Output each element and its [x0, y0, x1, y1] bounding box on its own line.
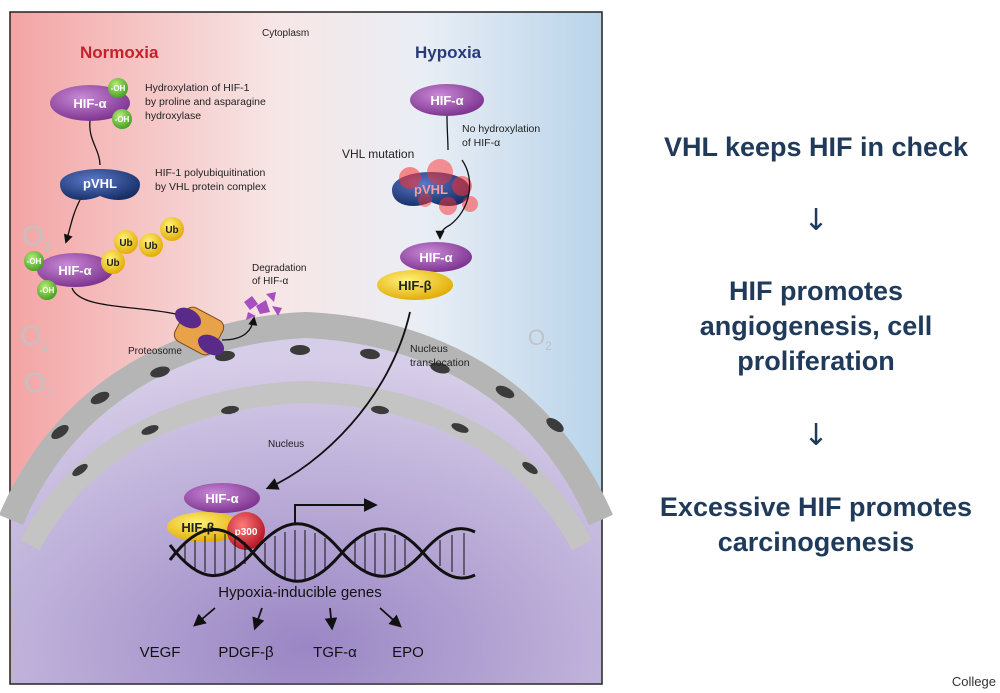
- ubiquitin-chain: Ub Ub Ub Ub: [101, 217, 184, 274]
- svg-text:HIF-α: HIF-α: [419, 250, 452, 265]
- svg-text:Ub: Ub: [106, 258, 119, 269]
- connector-hypoxia-1: [446, 115, 449, 151]
- no-hydroxylation-text: No hydroxylation of HIF-α: [462, 123, 543, 149]
- gene-pdgf: PDGF-β: [218, 644, 274, 661]
- statement-excessive-hif: Excessive HIF promotes carcinogenesis: [659, 492, 973, 557]
- down-arrow-icon-1: ↓: [803, 203, 829, 238]
- nuclear-pores: [51, 345, 564, 477]
- footer-label: College: [951, 674, 996, 689]
- gene-arrows: [193, 607, 402, 631]
- hif-dimer-hypoxia: HIF-α HIF-β: [377, 242, 472, 300]
- dna-helix: [168, 522, 476, 583]
- hif-pathway-diagram: O2 O2 O2 O2 Cytoplasm Normoxia Hypoxia H…: [0, 11, 613, 685]
- svg-text:HIF-α: HIF-α: [430, 93, 463, 108]
- svg-text:HIF-α: HIF-α: [205, 491, 238, 506]
- pvhl-complex: pVHL: [60, 169, 140, 200]
- svg-text:HIF-α: HIF-α: [58, 263, 91, 278]
- svg-text:Ub: Ub: [144, 241, 157, 252]
- oxygen-labels: O2 O2 O2 O2: [20, 220, 552, 401]
- gene-vegf: VEGF: [140, 644, 181, 661]
- svg-text:p300: p300: [235, 527, 258, 538]
- nuclear-envelope-outer: [0, 311, 613, 526]
- hif-alpha-ubiquitinated: HIF-α -OH -OH: [24, 251, 113, 300]
- cytoplasm-label: Cytoplasm: [262, 28, 309, 39]
- transcription-start-arrow: [294, 498, 378, 525]
- arrow-to-hif-dimer: [435, 159, 471, 240]
- hif-alpha-hypoxia: HIF-α: [410, 84, 484, 116]
- arrow-nucleus-translocation: [265, 311, 411, 490]
- degradation-text: Degradation of HIF-α: [252, 263, 309, 287]
- hypoxia-title: Hypoxia: [415, 43, 482, 62]
- gene-labels: VEGF PDGF-β TGF-α EPO: [140, 644, 424, 661]
- degradation-fragments: [244, 292, 282, 320]
- svg-text:O2: O2: [24, 367, 54, 401]
- svg-text:pVHL: pVHL: [83, 176, 117, 191]
- svg-text:HIF-β: HIF-β: [398, 278, 431, 293]
- gene-tgf: TGF-α: [313, 644, 357, 661]
- statement-vhl-check: VHL keeps HIF in check: [663, 132, 969, 162]
- down-arrow-icon-2: ↓: [803, 418, 829, 453]
- hydroxylation-text: Hydroxylation of HIF-1 by proline and as…: [145, 82, 269, 122]
- svg-text:Ub: Ub: [165, 225, 178, 236]
- hif-alpha-hydroxylated: HIF-α -OH -OH: [50, 78, 132, 129]
- nuclear-envelope-inner: [20, 380, 592, 551]
- nucleus-label: Nucleus: [268, 439, 304, 450]
- proteosome: [173, 306, 225, 356]
- svg-text:-OH: -OH: [115, 115, 130, 124]
- gene-epo: EPO: [392, 644, 424, 661]
- svg-text:O2: O2: [22, 220, 52, 254]
- svg-text:-OH: -OH: [27, 257, 42, 266]
- svg-text:Ub: Ub: [119, 238, 132, 249]
- polyubiquitination-text: HIF-1 polyubiquitination by VHL protein …: [155, 167, 268, 193]
- svg-text:pVHL: pVHL: [414, 182, 448, 197]
- pvhl-mutated: pVHL: [392, 159, 478, 215]
- connector-hif-pvhl: [89, 120, 101, 166]
- svg-text:O2: O2: [20, 320, 50, 354]
- svg-text:-OH: -OH: [111, 84, 126, 93]
- svg-text:O2: O2: [528, 325, 552, 353]
- statement-hif-promotes: HIF promotes angiogenesis, cell prolifer…: [699, 276, 933, 376]
- normoxia-title: Normoxia: [80, 43, 159, 62]
- arrow-to-ubiquitinated: [63, 199, 81, 244]
- arrow-to-degradation: [221, 316, 258, 341]
- genes-title: Hypoxia-inducible genes: [218, 584, 381, 601]
- svg-text:-OH: -OH: [40, 286, 55, 295]
- vhl-mutation-label: VHL mutation: [342, 147, 414, 161]
- svg-text:HIF-α: HIF-α: [73, 96, 106, 111]
- proteosome-label: Proteosome: [128, 346, 182, 357]
- connector-to-proteosome: [71, 287, 181, 316]
- nucleus-translocation-text: Nucleus translocation: [410, 343, 470, 369]
